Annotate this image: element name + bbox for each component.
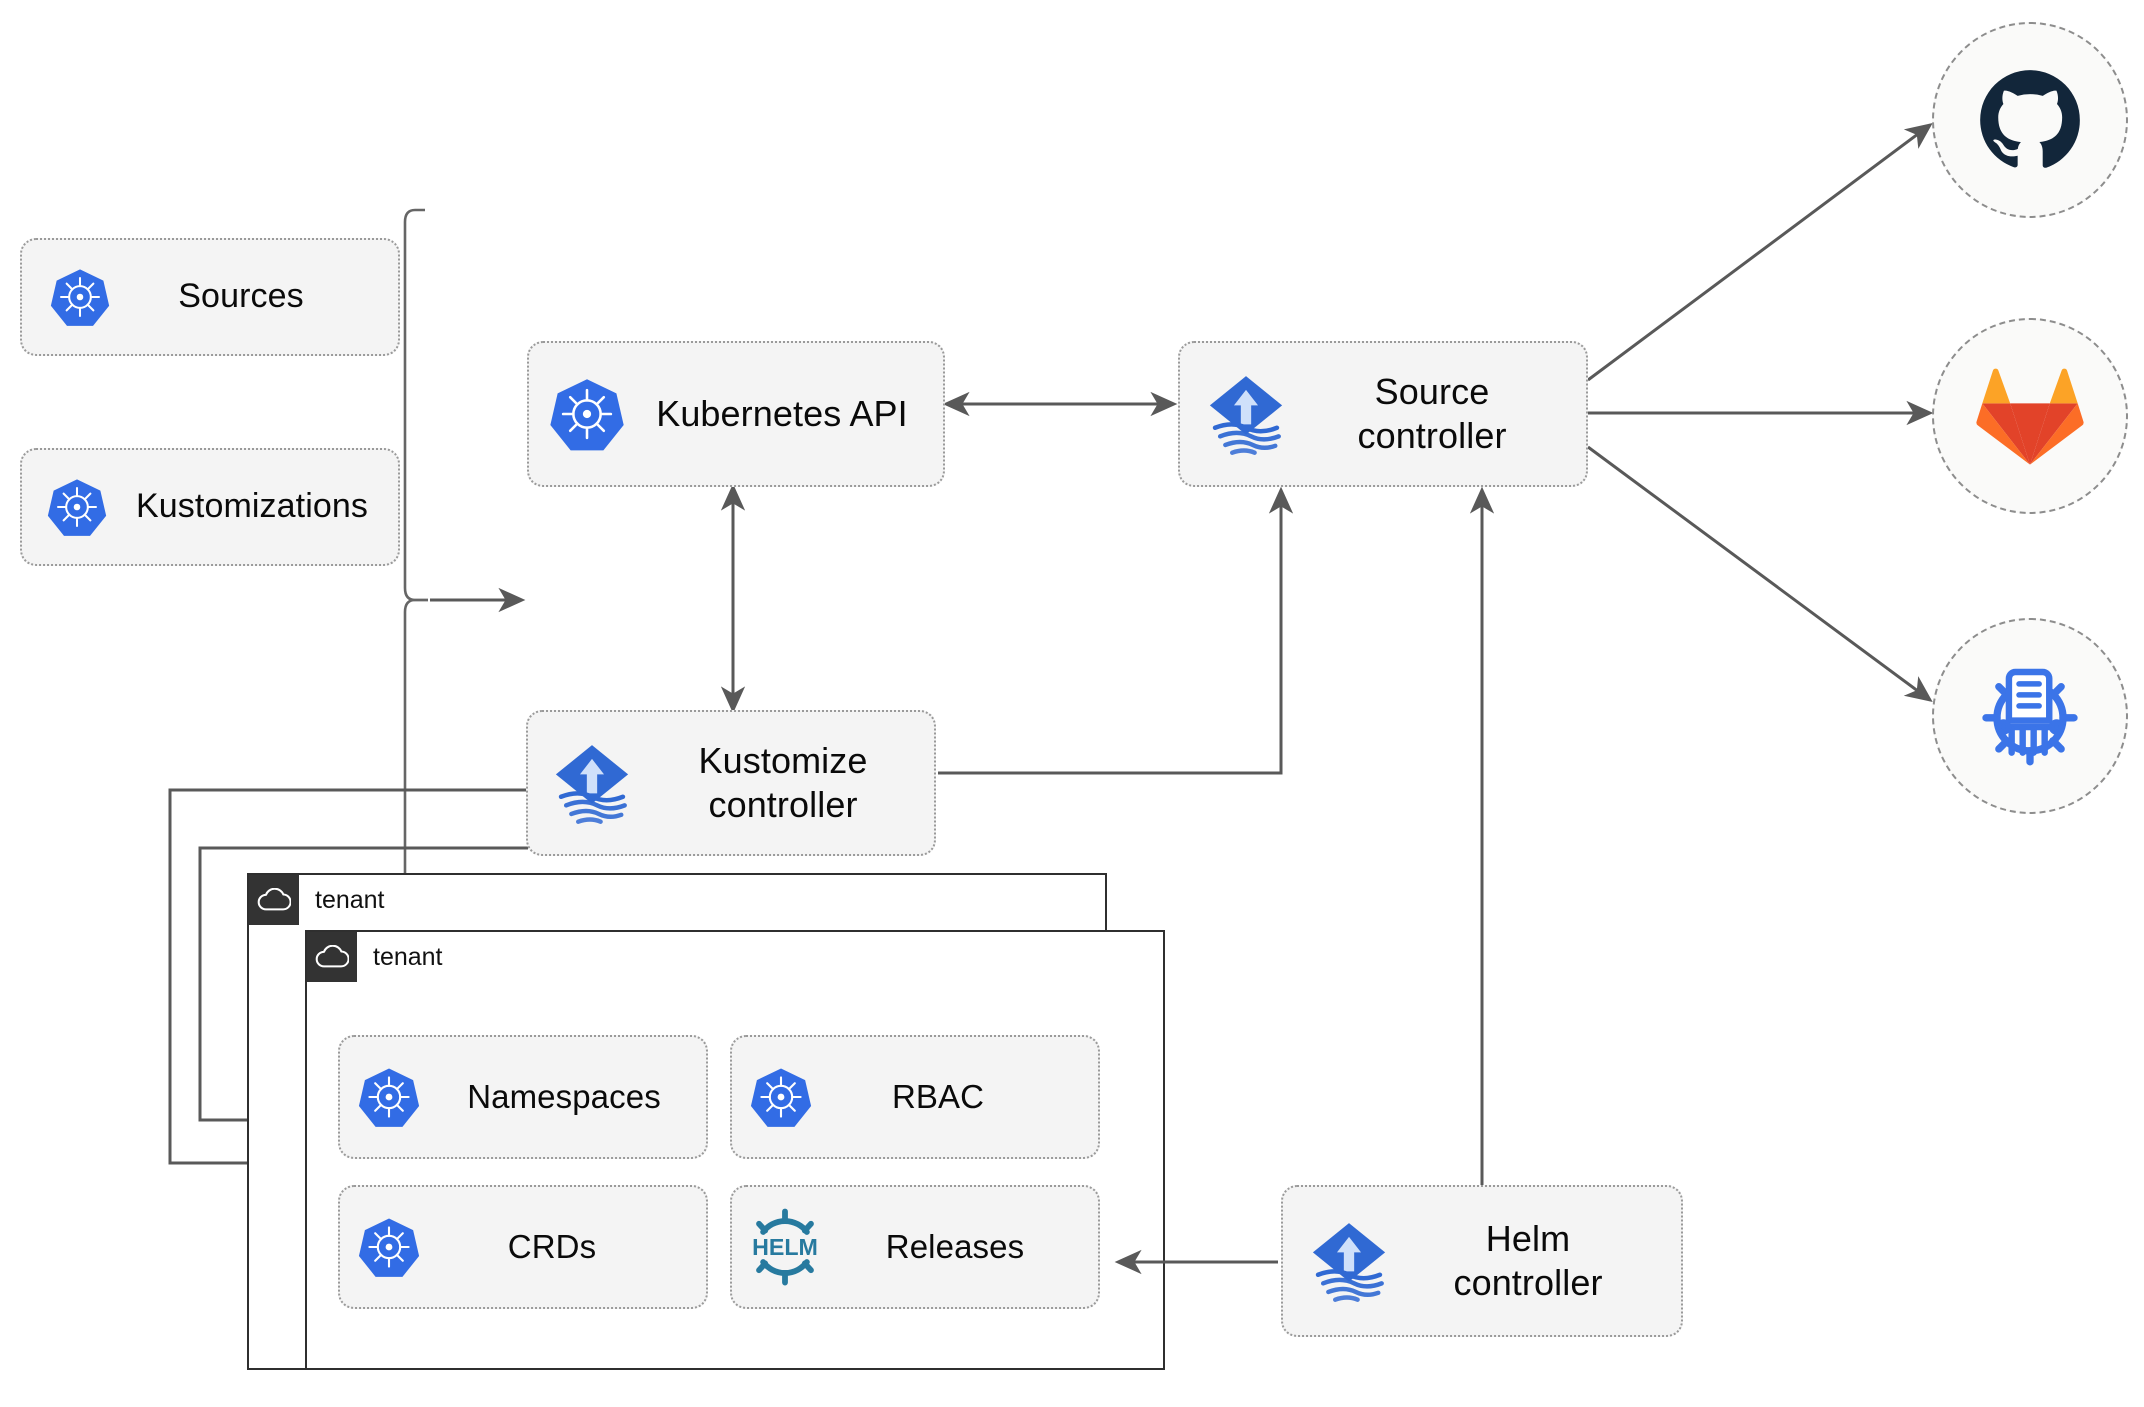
node-helm-controller[interactable]: Helm controller [1281,1185,1683,1337]
node-label: Sources [178,277,304,316]
node-label: Kubernetes API [656,393,908,435]
node-label: Namespaces [467,1077,661,1115]
node-kubernetes-api[interactable]: Kubernetes API [527,341,945,487]
external-helm-repository[interactable] [1932,618,2128,814]
github-icon [1980,70,2080,168]
node-label: RBAC [891,1077,985,1115]
tenant-label: tenant [373,943,443,971]
flux-icon [1180,371,1312,457]
edge-sourcecontroller-github [1587,122,1933,382]
svg-text:HELM: HELM [752,1234,818,1260]
tenant-header: tenant [307,932,443,982]
kubernetes-icon [22,266,138,328]
kubernetes-icon [340,1215,438,1279]
kubernetes-icon [732,1065,830,1129]
node-namespaces[interactable]: Namespaces [338,1035,708,1159]
node-crds[interactable]: CRDs [338,1185,708,1309]
node-label: Helm controller [1453,1218,1603,1303]
kubernetes-icon [22,476,132,538]
external-gitlab[interactable] [1932,318,2128,514]
edge-kustomizecontroller-sourcecontroller [938,486,1294,775]
node-label: Kustomize controller [698,740,868,825]
kubernetes-icon [529,375,645,453]
node-label: Source controller [1357,371,1507,456]
node-label: CRDs [507,1227,597,1265]
node-label: Kustomizations [136,487,368,526]
gitlab-icon [1976,368,2084,465]
node-kustomize-controller[interactable]: Kustomize controller [526,710,936,856]
kubernetes-icon [340,1065,438,1129]
external-github[interactable] [1932,22,2128,218]
tenant-header: tenant [249,875,385,925]
node-releases[interactable]: HELM Releases [730,1185,1100,1309]
node-rbac[interactable]: RBAC [730,1035,1100,1159]
node-kustomizations[interactable]: Kustomizations [20,448,400,566]
cloud-icon [307,932,357,982]
edge-sourcecontroller-registry [1587,445,1933,703]
tenant-label: tenant [315,886,385,914]
node-label: Releases [885,1227,1025,1265]
cloud-icon [249,875,299,925]
helm-repository-icon [1982,668,2078,766]
node-source-controller[interactable]: Source controller [1178,341,1588,487]
flux-icon [528,740,656,826]
edge-kustomizecontroller-tenant-outer [168,788,528,1176]
flux-icon [1283,1218,1415,1304]
node-sources[interactable]: Sources [20,238,400,356]
helm-icon: HELM [732,1206,838,1288]
edge-kustomizecontroller-tenant-inner [198,846,528,1133]
